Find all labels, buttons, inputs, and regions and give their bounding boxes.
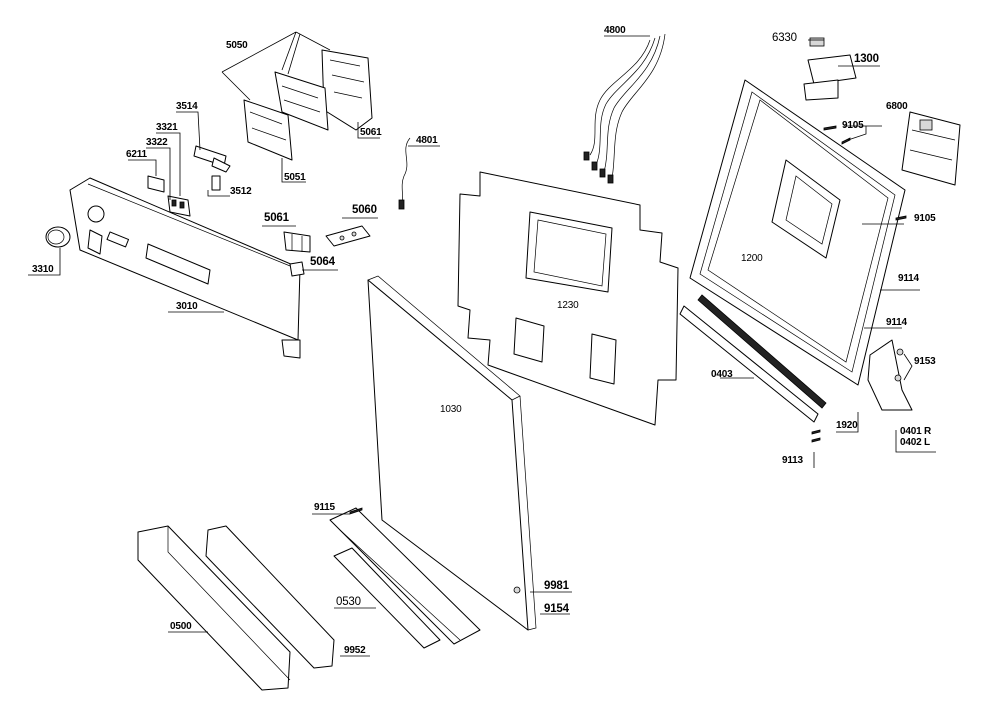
label-4801: 4801 (416, 135, 438, 146)
insulation-1230[interactable] (457, 171, 679, 426)
electronic-module-5050[interactable] (243, 49, 373, 161)
label-5050: 5050 (226, 40, 248, 51)
label-5051: 5051 (284, 172, 306, 183)
part-3512[interactable] (211, 175, 221, 191)
label-1300: 1300 (854, 53, 879, 65)
label-6800: 6800 (886, 101, 908, 112)
label-5060: 5060 (352, 204, 377, 216)
label-3322: 3322 (146, 137, 168, 148)
door-seal-1920[interactable] (697, 294, 827, 409)
label-3010: 3010 (176, 301, 198, 312)
label-1920: 1920 (836, 420, 858, 431)
kick-panel-0500[interactable] (137, 525, 291, 691)
label-0401: 0401 R (900, 426, 932, 437)
label-3514: 3514 (176, 101, 198, 112)
screws-9105[interactable] (823, 125, 907, 221)
hinge-0401-0402[interactable] (867, 339, 913, 411)
label-0402: 0402 L (900, 437, 930, 448)
plate-5060[interactable] (325, 225, 371, 247)
label-5061-top: 5061 (360, 127, 382, 138)
wire-harness-4800[interactable] (583, 33, 666, 184)
knob-3310[interactable] (45, 226, 71, 248)
part-6211[interactable] (147, 175, 165, 193)
label-6330: 6330 (772, 32, 797, 44)
label-4800: 4800 (604, 25, 626, 36)
label-6211: 6211 (126, 149, 147, 160)
leader-lines (28, 33, 936, 657)
switch-3321-3322[interactable] (167, 195, 191, 217)
bracket-0530[interactable] (329, 507, 481, 649)
label-9153: 9153 (914, 356, 936, 367)
label-9105-top: 9105 (842, 120, 864, 131)
part-3514[interactable] (193, 145, 231, 173)
part-5064[interactable] (289, 261, 305, 277)
label-9105-right: 9105 (914, 213, 936, 224)
part-5061[interactable] (283, 231, 311, 253)
label-9154: 9154 (544, 603, 569, 615)
rail-0403[interactable] (679, 305, 819, 423)
control-panel-3010[interactable] (69, 177, 301, 359)
label-9981: 9981 (544, 580, 569, 592)
outer-door-1030[interactable] (367, 275, 537, 631)
label-3310: 3310 (32, 264, 54, 275)
screw-9115[interactable] (349, 507, 363, 515)
label-9114-bottom: 9114 (886, 317, 907, 328)
door-lock-1300[interactable] (803, 37, 857, 101)
label-5061-mid: 5061 (264, 212, 289, 224)
label-0403: 0403 (711, 369, 733, 380)
label-5064: 5064 (310, 256, 335, 268)
detergent-dispenser-6800[interactable] (901, 111, 961, 186)
label-9114-top: 9114 (898, 273, 919, 284)
label-9115: 9115 (314, 502, 335, 513)
label-3321: 3321 (156, 122, 178, 133)
screw-9153[interactable] (894, 348, 904, 382)
label-1030: 1030 (440, 404, 462, 415)
label-0500: 0500 (170, 621, 192, 632)
inner-door-1200[interactable] (689, 79, 906, 386)
screw-9113[interactable] (811, 429, 821, 443)
label-3512: 3512 (230, 186, 252, 197)
label-9113: 9113 (782, 455, 803, 466)
trim-9952[interactable] (205, 525, 335, 669)
label-9952: 9952 (344, 645, 366, 656)
label-1230: 1230 (557, 300, 579, 311)
wire-4801[interactable] (398, 137, 411, 210)
label-1200: 1200 (741, 253, 763, 264)
label-0530: 0530 (336, 596, 361, 608)
